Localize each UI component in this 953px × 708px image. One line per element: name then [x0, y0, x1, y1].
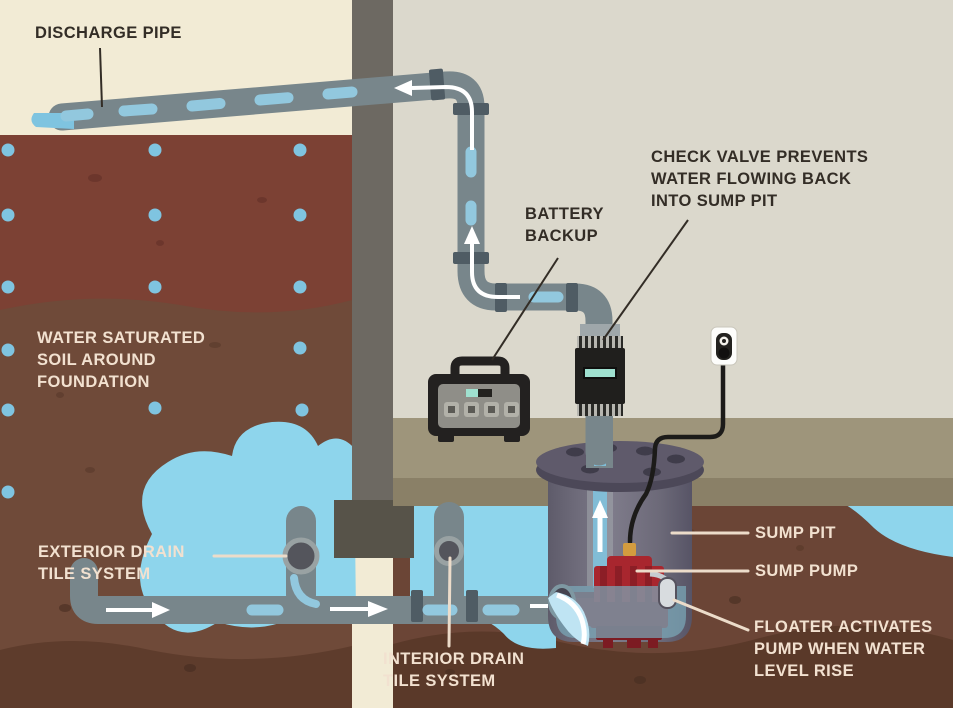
groundwater-dots: [1, 143, 309, 499]
power-outlet: [710, 326, 738, 366]
label-interior-drain: INTERIOR DRAIN TILE SYSTEM: [383, 648, 524, 692]
label-text: SUMP PUMP: [755, 562, 859, 580]
right-water-blob: [846, 505, 953, 557]
label-text: EXTERIOR DRAIN: [38, 543, 185, 561]
basement-interior-wall: [393, 0, 953, 420]
check-valve: [575, 324, 625, 416]
foundation-wall: [352, 0, 393, 502]
cord-connector: [623, 543, 636, 556]
label-text: WATER SATURATED: [37, 329, 206, 347]
battery-handle: [450, 356, 510, 376]
label-check-valve: CHECK VALVE PREVENTS WATER FLOWING BACK …: [651, 146, 868, 212]
foundation-footing: [334, 500, 414, 558]
label-sump-pit: SUMP PIT: [755, 522, 836, 544]
floater: [649, 571, 677, 609]
label-text: FLOATER ACTIVATES: [754, 618, 933, 636]
flow-arrow-right-2: [330, 601, 388, 617]
exterior-drain-opening: [282, 537, 320, 575]
power-cord: [627, 359, 726, 545]
drain-tile-assembly: [70, 502, 572, 624]
leader-battery: [491, 257, 559, 361]
plug: [718, 347, 730, 359]
discharge-piping: [31, 68, 613, 466]
water-splash: [548, 592, 590, 646]
leader-floater: [672, 598, 750, 632]
label-sump-pump: SUMP PUMP: [755, 560, 858, 582]
battery-backup-unit: [428, 356, 530, 442]
leader-discharge: [99, 47, 103, 108]
battery-display: [466, 389, 492, 397]
check-valve-window: [583, 367, 617, 379]
label-water-saturated-soil: WATER SATURATED SOIL AROUND FOUNDATION: [37, 327, 205, 393]
label-text: PUMP WHEN WATER: [754, 640, 926, 658]
leader-check-valve: [602, 219, 689, 341]
label-text: SUMP PIT: [755, 524, 836, 542]
label-text: INTO SUMP PIT: [651, 192, 778, 210]
flow-arrow-left-top: [394, 80, 474, 150]
label-text: LEVEL RISE: [754, 662, 854, 680]
flow-arrow-up-riser: [464, 226, 520, 299]
label-text: TILE SYSTEM: [383, 672, 496, 690]
label-text: INTERIOR DRAIN: [383, 650, 525, 668]
label-text: DISCHARGE PIPE: [35, 24, 182, 42]
label-discharge-pipe: DISCHARGE PIPE: [35, 22, 182, 44]
flow-arrow-right-1: [106, 602, 170, 618]
battery-buttons: [444, 402, 519, 417]
label-text: TILE SYSTEM: [38, 565, 151, 583]
sump-pit: [536, 410, 704, 648]
label-text: WATER FLOWING BACK: [651, 170, 852, 188]
flow-arrow-up-pit: [592, 500, 608, 552]
leader-interior-drain: [447, 556, 452, 648]
label-text: FOUNDATION: [37, 373, 150, 391]
leader-lines: [99, 47, 750, 648]
label-floater: FLOATER ACTIVATES PUMP WHEN WATER LEVEL …: [754, 616, 933, 682]
label-exterior-drain: EXTERIOR DRAIN TILE SYSTEM: [38, 541, 185, 585]
soil-left-deep: [0, 641, 352, 708]
label-text: CHECK VALVE PREVENTS: [651, 148, 869, 166]
label-text: SOIL AROUND: [37, 351, 156, 369]
label-text: BATTERY: [525, 205, 604, 223]
label-text: BACKUP: [525, 227, 598, 245]
label-battery-backup: BATTERY BACKUP: [525, 203, 604, 247]
pit-water: [556, 586, 686, 638]
